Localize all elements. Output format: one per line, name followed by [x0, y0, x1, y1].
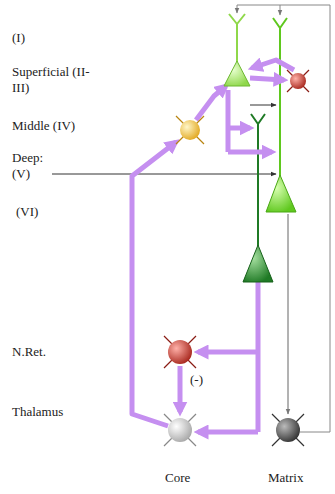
- layer-label: Middle (IV): [12, 118, 75, 134]
- reticular-body: [168, 340, 192, 364]
- nucleus-label: N.Ret.: [12, 344, 46, 360]
- stellate-body: [180, 120, 200, 140]
- corticothalamic-branch: [198, 430, 258, 435]
- output-arrow: [250, 105, 276, 106]
- layer-label: (I): [12, 30, 25, 46]
- projection-arrow: [237, 5, 238, 13]
- excitatory-path: [250, 78, 284, 80]
- matrix-dendrites: [272, 414, 304, 446]
- layer-label: Deep: (V): [12, 150, 50, 182]
- sign-label: (-): [190, 372, 203, 388]
- descending-path: [226, 90, 231, 152]
- pyramidal-neuron: [243, 245, 273, 282]
- corticothalamic-path: [256, 282, 261, 432]
- apical-dendrite: [229, 14, 245, 62]
- matrix-thalamic-neuron: [272, 414, 304, 446]
- matrix-body: [276, 418, 300, 442]
- matrix-projection: [237, 5, 330, 432]
- stellate-neuron: [176, 116, 204, 144]
- core-dendrites: [164, 414, 196, 446]
- pyramidal-neuron: [266, 175, 296, 212]
- interneuron-dendrites: [287, 70, 309, 92]
- inhibitory-path: [252, 60, 294, 70]
- apical-dendrite: [251, 114, 265, 246]
- column-label: Matrix: [268, 470, 303, 486]
- core-body: [168, 418, 192, 442]
- pathways: [132, 60, 294, 432]
- stellate-path: [196, 86, 226, 120]
- interneuron-body: [290, 73, 306, 89]
- input-arrow: [52, 174, 276, 175]
- pyramidal-neuron: [224, 61, 250, 86]
- layer-label: (VI): [16, 204, 38, 220]
- thalamocortical-path: [132, 142, 176, 426]
- nucleus-label: Thalamus: [12, 404, 63, 420]
- reticular-path: [178, 366, 183, 412]
- core-thalamic-neuron: [164, 414, 196, 446]
- interneuron: [287, 70, 309, 92]
- layer-label: Superficial (II-III): [12, 64, 90, 96]
- descending-branch: [228, 126, 250, 131]
- corticothalamic-branch: [198, 350, 258, 355]
- matrix-arrow: [288, 214, 289, 414]
- reticular-dendrites: [164, 336, 196, 368]
- projection-arrow: [280, 5, 281, 15]
- column-label: Core: [165, 470, 190, 486]
- reticular-neuron: [164, 336, 196, 368]
- apical-dendrite: [273, 18, 287, 176]
- stellate-dendrites: [176, 116, 204, 144]
- descending-branch: [228, 150, 272, 155]
